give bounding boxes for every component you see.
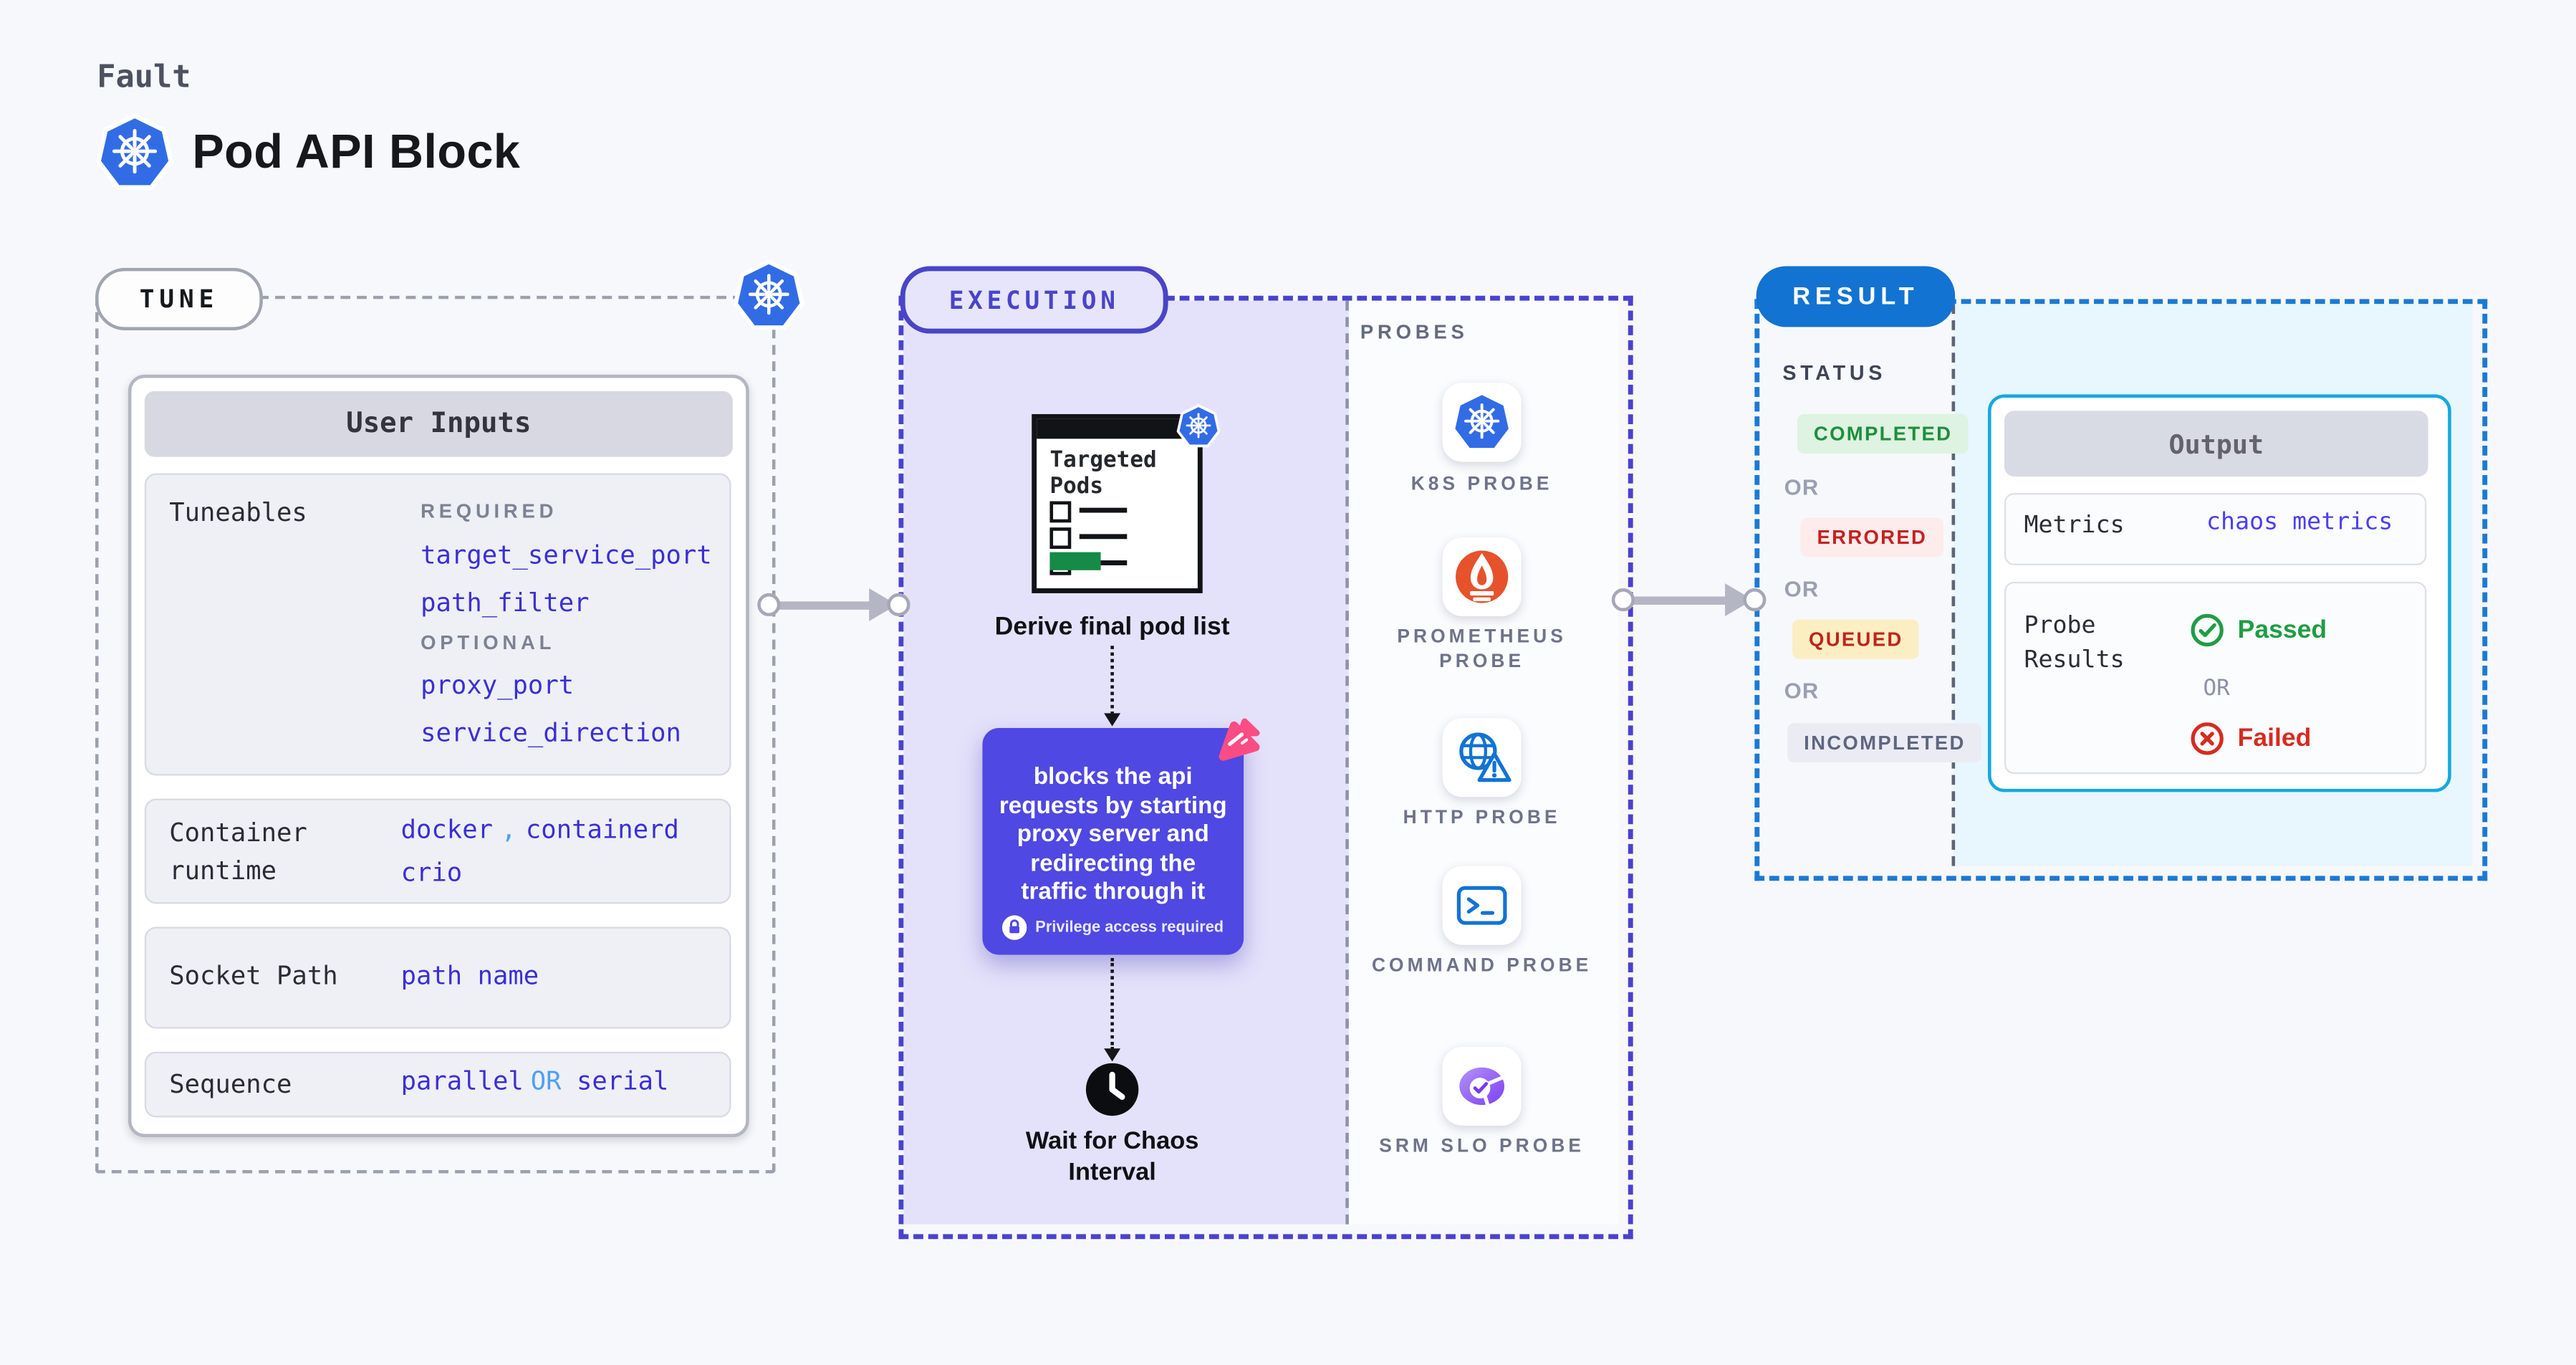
fault-label: Fault [97,59,191,96]
fault-action-box: blocks the api requests by starting prox… [982,727,1244,955]
probe-label: COMMAND PROBE [1371,956,1592,977]
probe-label: SRM SLO PROBE [1379,1137,1585,1157]
kubernetes-icon [733,259,805,332]
result-divider [1951,304,1956,866]
http-probe-card [1442,718,1522,798]
user-inputs-card: User Inputs Tuneables REQUIRED target_se… [128,374,749,1138]
runtime-value: containerd [525,815,679,845]
container-runtime-label: Container runtime [169,818,307,886]
derive-pod-list-label: Derive final pod list [994,613,1230,641]
status-badge-queued: QUEUED [1792,619,1920,659]
kubernetes-icon [1451,391,1513,454]
user-inputs-header: User Inputs [144,391,733,457]
list-line [1079,560,1128,565]
x-circle-icon [2191,722,2224,755]
metrics-value: chaos metrics [2206,509,2393,536]
privilege-note: Privilege access required [982,915,1244,940]
result-badge: RESULT [1756,266,1956,327]
checkbox-icon [1049,501,1072,523]
targeted-pods-card: Targeted Pods [1032,404,1221,593]
clock-icon [1085,1063,1139,1116]
kubernetes-icon [1176,404,1221,448]
failed-label: Failed [2237,724,2312,752]
tuneables-label: Tuneables [169,497,307,528]
document-header-bar [1037,418,1198,439]
output-header: Output [2004,411,2428,477]
dotted-arrow-down [1104,646,1121,727]
sequence-label: Sequence [169,1070,292,1100]
sequence-value: serial [576,1066,669,1096]
probe-results-label: Probe Results [2024,613,2125,674]
probe-label: K8S PROBE [1410,474,1553,495]
list-line [1079,534,1128,539]
slo-donut-check-icon [1459,1067,1506,1107]
tuneable-optional-value: proxy_port [420,670,575,700]
tuneable-optional-value: service_direction [420,718,681,748]
socket-path-label: Socket Path [169,961,338,991]
or-label: OR [1784,474,1820,500]
connector-dot [757,593,781,617]
required-label: REQUIRED [420,499,558,523]
privilege-note-text: Privilege access required [1035,919,1224,937]
status-badge-incompleted: INCOMPLETED [1787,723,1982,763]
flow-arrow [772,601,875,610]
socket-path-value: path name [400,961,539,991]
progress-bar [1049,552,1101,570]
status-label: STATUS [1782,361,1887,385]
sequence-row: Sequence parallel OR serial [144,1051,731,1118]
or-label: OR [1784,679,1820,704]
kubernetes-icon [95,113,174,192]
execution-badge: EXECUTION [900,266,1168,334]
status-badge-completed: COMPLETED [1797,413,1969,454]
tuneable-required-value: target_service_port [420,540,712,570]
srm-slo-probe-card [1442,1046,1522,1126]
runtime-value: docker [400,815,494,845]
dotted-arrow-down [1104,958,1121,1062]
failed-result: Failed [2190,722,2311,756]
probes-label: PROBES [1360,320,1469,344]
page-title: Pod API Block [192,126,521,179]
tune-section-box [95,295,776,1174]
container-runtime-row: Container runtime docker , containerd cr… [144,798,731,904]
lock-icon [1002,915,1027,940]
probe-label: PROMETHEUS PROBE [1397,628,1567,673]
or-label: OR [2203,675,2230,702]
metrics-label: Metrics [2024,512,2125,540]
fault-action-description: blocks the api requests by starting prox… [999,764,1227,906]
sequence-value: parallel [400,1066,524,1096]
socket-path-row: Socket Path path name [144,926,731,1029]
tuneables-row: Tuneables REQUIRED target_service_port p… [144,473,731,776]
tuneable-required-value: path_filter [420,588,590,618]
prometheus-probe-card [1442,537,1522,617]
runtime-value: crio [400,858,463,888]
status-badge-errored: ERRORED [1800,517,1944,557]
targeted-pods-title: Targeted Pods [1049,446,1157,500]
checkbox-icon [1049,527,1072,549]
check-circle-icon [2191,613,2224,647]
command-probe-card [1442,866,1522,945]
connector-dot [887,593,910,617]
tune-badge: TUNE [95,267,263,330]
passed-label: Passed [2237,615,2327,643]
probe-label: HTTP PROBE [1403,808,1561,828]
optional-label: OPTIONAL [420,631,556,654]
or-label: OR [1784,576,1820,602]
wait-chaos-interval-label: Wait for Chaos Interval [1025,1127,1199,1187]
probes-divider [1345,300,1349,1225]
terminal-icon [1456,886,1507,925]
passed-result: Passed [2190,613,2327,647]
output-card: Output Metrics chaos metrics Probe Resul… [1988,394,2451,792]
metrics-row: Metrics chaos metrics [2004,493,2427,565]
connector-dot [1743,588,1767,612]
flow-arrow [1626,596,1730,605]
chaos-pink-logo-icon [1219,718,1260,761]
prometheus-icon [1456,550,1509,603]
sequence-or: OR [530,1066,562,1096]
probe-results-row: Probe Results Passed OR Failed [2004,581,2427,775]
list-line [1079,507,1128,512]
k8s-probe-card [1442,383,1522,462]
connector-dot [1611,588,1635,612]
runtime-comma: , [501,815,516,845]
globe-warning-icon [1459,732,1512,782]
